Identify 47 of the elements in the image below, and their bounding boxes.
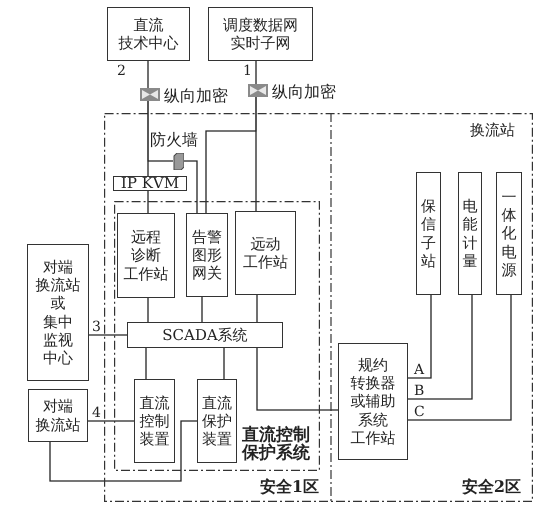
device-box: 电能计量 <box>458 172 482 295</box>
port-label: C <box>413 405 426 419</box>
port-label: 4 <box>91 406 102 420</box>
station-box: 直流技术中心 <box>107 7 190 61</box>
station-box: 规约转换器或辅助系统工作站 <box>338 343 408 460</box>
port-label: B <box>413 384 426 398</box>
system-label: 直流控制保护系统 <box>242 426 311 463</box>
station-box: 调度数据网实时子网 <box>208 7 313 61</box>
system-box: SCADA系统 <box>127 322 283 348</box>
device-box: 一体化电源 <box>496 172 522 295</box>
station-box: 直流控制装置 <box>134 379 175 463</box>
station-box: 对端换流站 <box>28 389 88 442</box>
station-box: 远程诊断工作站 <box>117 213 175 298</box>
connector-line <box>223 348 225 379</box>
station-label: 换流站 <box>470 121 515 140</box>
connector-line <box>88 420 134 422</box>
port-label: 1 <box>242 64 253 78</box>
connector-line <box>205 97 257 213</box>
station-box: 远动工作站 <box>235 211 296 295</box>
zone-label: 安全1区 <box>260 477 319 498</box>
encryptor-label: 纵向加密 <box>164 86 228 107</box>
connector-line <box>201 297 203 322</box>
zone-label: 安全2区 <box>462 477 521 498</box>
connector-line <box>256 348 338 411</box>
connector-line <box>147 191 149 213</box>
port-label: 3 <box>91 320 102 334</box>
connector-line <box>49 420 197 482</box>
connector-line <box>408 295 512 421</box>
connector-line <box>145 348 147 379</box>
connector-line <box>89 334 127 336</box>
device-box: IP KVM <box>113 176 187 191</box>
firewall-label: 防火墙 <box>150 130 198 151</box>
port-label: A <box>413 363 426 377</box>
connector-line <box>147 298 149 322</box>
connector-line <box>147 101 173 162</box>
station-box: 告警图形网关 <box>186 213 228 297</box>
connector-line <box>408 295 432 379</box>
connector-line <box>147 61 149 88</box>
encryptor-label: 纵向加密 <box>272 82 336 103</box>
station-box: 直流保护装置 <box>197 379 237 463</box>
connector-line <box>256 295 258 322</box>
connector-line <box>184 160 198 213</box>
connector-line <box>408 295 473 400</box>
station-box: 对端换流站或集中监视中心 <box>27 244 89 381</box>
connector-line <box>255 61 257 84</box>
port-label: 2 <box>116 64 127 78</box>
device-box: 保信子站 <box>416 172 441 295</box>
